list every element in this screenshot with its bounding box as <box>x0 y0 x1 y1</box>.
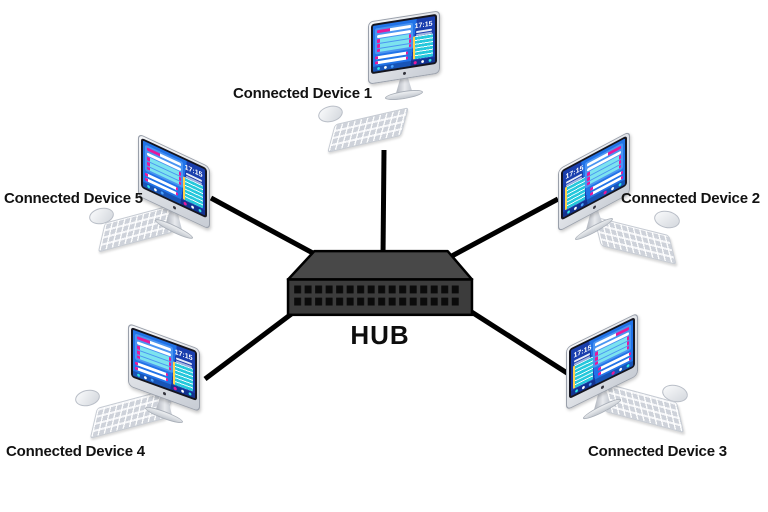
hub: HUB <box>284 248 476 351</box>
hub-switch-icon <box>286 249 474 317</box>
device-2-label: Connected Device 2 <box>621 190 760 207</box>
camera-dot <box>172 205 176 210</box>
device-3-label: Connected Device 3 <box>588 443 727 460</box>
connection-line-device-1 <box>380 149 387 258</box>
device-1-label: Connected Device 1 <box>233 85 372 102</box>
connection-line-device-3 <box>468 308 580 383</box>
connection-line-device-4 <box>203 310 296 381</box>
connection-line-device-5 <box>209 195 324 261</box>
connection-line-device-2 <box>448 196 560 260</box>
monitor-screen: 17:15 <box>143 140 205 216</box>
hub-ports-row-2 <box>294 297 462 306</box>
hub-ports-row-1 <box>294 285 462 294</box>
hub-front-face <box>286 278 474 317</box>
device-5-label: Connected Device 5 <box>4 190 143 207</box>
device-4-label: Connected Device 4 <box>6 443 145 460</box>
hub-label: HUB <box>350 320 410 350</box>
